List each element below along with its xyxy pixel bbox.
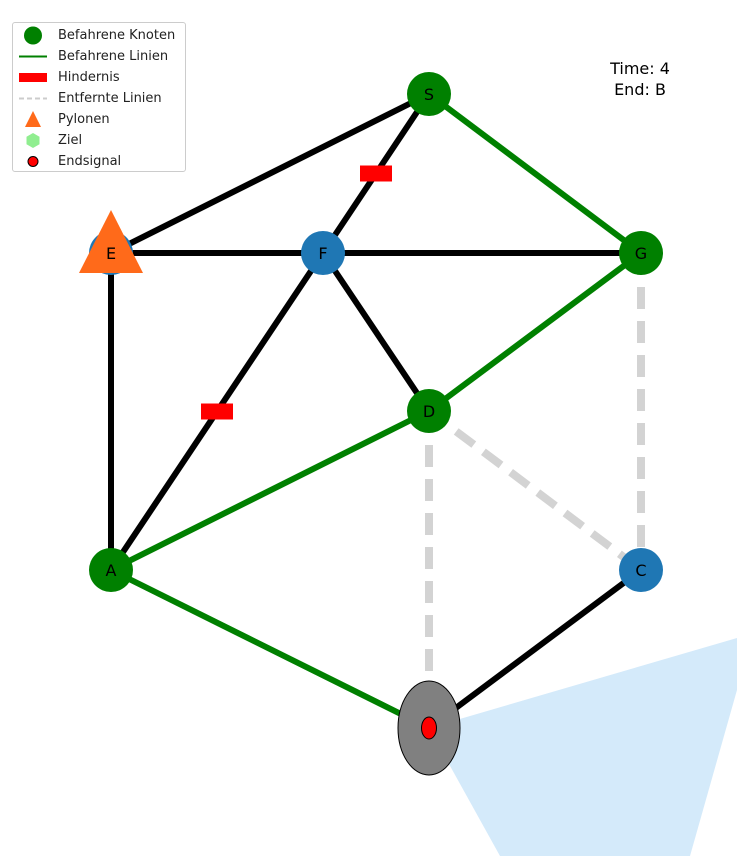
edge-f-d — [320, 251, 432, 413]
edges-layer — [108, 91, 645, 731]
node-label-d: D — [423, 402, 435, 421]
node-s — [407, 72, 451, 116]
red-rect-icon — [19, 73, 47, 82]
legend-label: Entfernte Linien — [58, 91, 162, 106]
node-label-s: S — [424, 85, 434, 104]
edge-d-c — [426, 407, 644, 574]
node-label-c: C — [635, 561, 646, 580]
node-label-f: F — [318, 244, 327, 263]
legend-label: Befahrene Knoten — [58, 28, 176, 43]
legend-item-removed-lines: Entfernte Linien — [13, 88, 185, 109]
end-signal-marker — [421, 716, 437, 740]
edge-d-g — [427, 250, 643, 414]
status-info: Time: 4 End: B — [590, 58, 690, 100]
legend-item-visited-nodes: Befahrene Knoten — [13, 25, 185, 46]
nodes-layer: SEFGDACE — [79, 72, 663, 776]
dashed-line-icon — [19, 97, 47, 100]
node-d — [407, 389, 451, 433]
pylon-e — [79, 210, 143, 273]
green-circle-icon — [24, 26, 42, 45]
node-g — [619, 231, 663, 275]
edge-e-s — [109, 91, 431, 256]
edge-a-b — [109, 567, 431, 731]
time-readout: Time: 4 — [610, 59, 670, 78]
edge-b-c — [427, 567, 643, 731]
obstacle-s-f — [360, 165, 392, 182]
node-label-a: A — [106, 561, 117, 580]
legend-item-pylons: Pylonen — [13, 109, 185, 130]
legend-label: Hindernis — [58, 70, 120, 85]
orange-triangle-icon — [25, 111, 41, 127]
green-hexagon-icon — [26, 133, 40, 148]
pylon-label-e: E — [106, 244, 116, 263]
legend-item-obstacle: Hindernis — [13, 67, 185, 88]
legend-item-end-signal: Endsignal — [13, 151, 185, 172]
green-line-icon — [19, 55, 47, 58]
red-dot-icon — [27, 156, 39, 167]
node-a — [89, 548, 133, 592]
legend-label: Ziel — [58, 133, 83, 148]
legend-item-visited-lines: Befahrene Linien — [13, 46, 185, 67]
end-readout: End: B — [614, 80, 666, 99]
node-label-g: G — [635, 244, 647, 263]
legend-label: Pylonen — [58, 112, 110, 127]
legend-label: Befahrene Linien — [58, 49, 169, 64]
edge-d-a — [109, 408, 431, 573]
sensor-cone — [429, 638, 737, 856]
obstacle-f-a — [201, 403, 233, 420]
node-c — [619, 548, 663, 592]
legend-item-goal: Ziel — [13, 130, 185, 151]
edge-s-g — [427, 91, 643, 256]
node-f — [301, 231, 345, 275]
legend-label: Endsignal — [58, 154, 122, 169]
legend: Befahrene Knoten Befahrene Linien Hinder… — [12, 22, 186, 172]
